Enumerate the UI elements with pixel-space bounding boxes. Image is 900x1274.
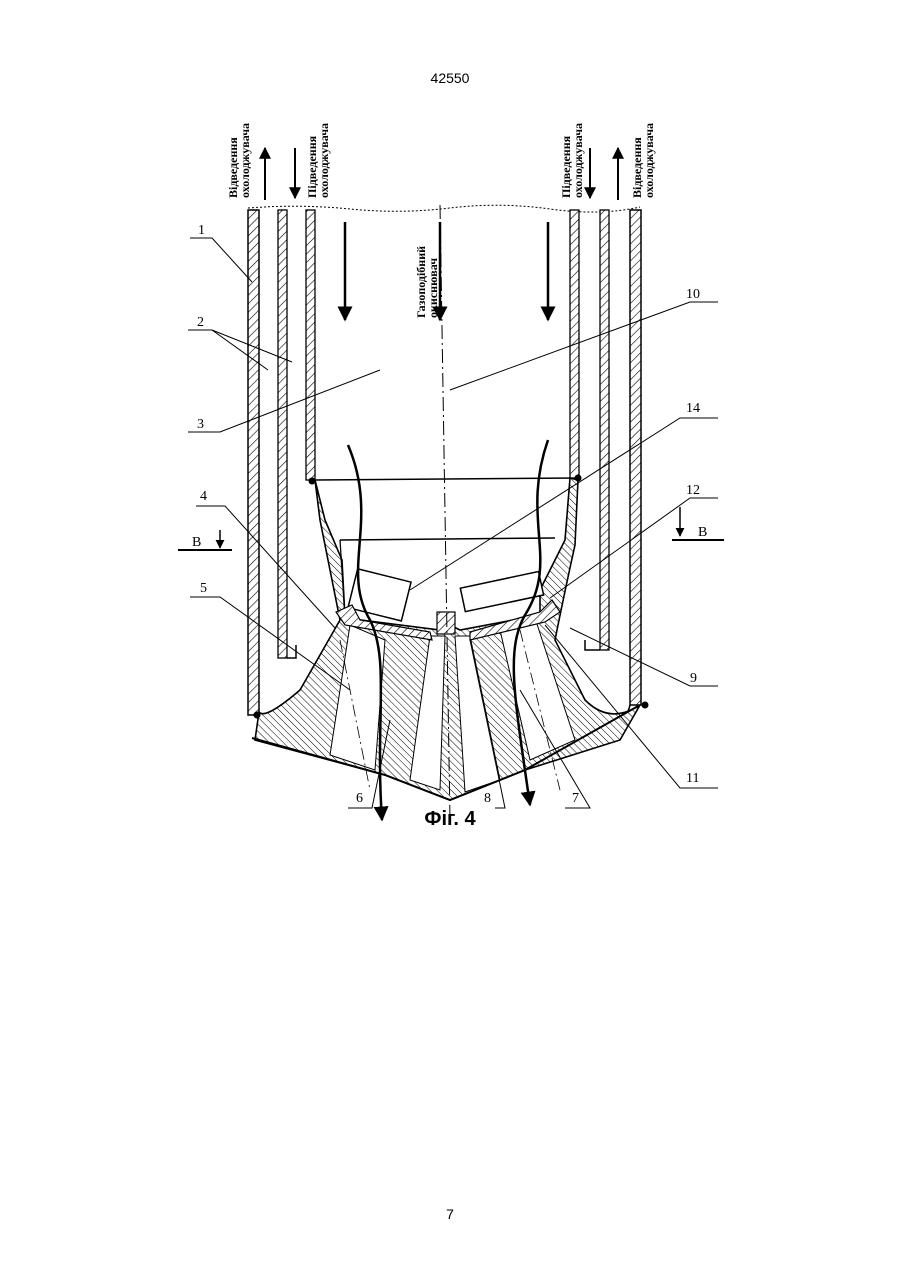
middle-tube-left <box>278 210 287 658</box>
callout-7: 7 <box>572 791 579 806</box>
middle-tube-right <box>600 210 609 650</box>
svg-text:охолоджувача: охолоджувача <box>238 123 252 198</box>
callout-9: 9 <box>690 671 697 686</box>
outer-wall-right <box>630 210 641 705</box>
label-gaseous-oxidizer: Газоподібний окиснювач <box>414 246 440 318</box>
svg-text:окиснювач: окиснювач <box>426 258 440 318</box>
callout-8: 8 <box>484 791 491 806</box>
label-coolant-inlet-right: Підведення охолоджувача <box>559 123 585 198</box>
label-coolant-inlet-left: Підведення охолоджувача <box>305 123 331 198</box>
callout-4: 4 <box>200 489 207 504</box>
page-number: 7 <box>0 1206 900 1222</box>
svg-text:охолоджувача: охолоджувача <box>571 123 585 198</box>
label-coolant-outlet-right: Відведення охолоджувача <box>630 123 656 198</box>
outer-wall-left <box>248 210 259 715</box>
callout-2: 2 <box>197 315 204 330</box>
callout-3: 3 <box>197 417 204 432</box>
inner-wall-left <box>306 210 315 480</box>
svg-text:охолоджувача: охолоджувача <box>317 123 331 198</box>
callout-5: 5 <box>200 581 207 596</box>
callout-11: 11 <box>686 771 699 786</box>
callout-1: 1 <box>198 223 205 238</box>
callout-12: 12 <box>686 483 700 498</box>
callout-14: 14 <box>686 401 700 416</box>
nozzle-head <box>252 478 640 800</box>
callout-6: 6 <box>356 791 363 806</box>
figure-caption: Фіг. 4 <box>0 808 900 831</box>
section-mark-left: B <box>192 535 201 550</box>
label-coolant-outlet-left: Відведення охолоджувача <box>226 123 252 198</box>
callout-10: 10 <box>686 287 700 302</box>
svg-text:охолоджувача: охолоджувача <box>642 123 656 198</box>
section-mark-right: B <box>698 525 707 540</box>
